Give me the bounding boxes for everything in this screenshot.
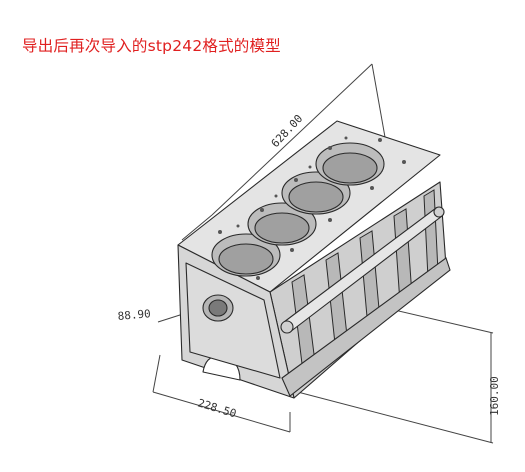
front-bore-inner bbox=[208, 299, 228, 317]
dim-height: 160.00 bbox=[488, 376, 501, 416]
side-rod bbox=[280, 206, 445, 334]
dim-width: 228.50 bbox=[196, 396, 238, 420]
cylinder-2-inner bbox=[254, 212, 310, 244]
bottom-flange bbox=[281, 257, 451, 397]
cylinders bbox=[211, 142, 385, 277]
cylinder-1-inner bbox=[218, 243, 274, 275]
cylinder-4-inner bbox=[322, 152, 378, 184]
cylinder-3-inner bbox=[288, 181, 344, 213]
deck-holes bbox=[218, 136, 406, 280]
dim-bore: 88.90 bbox=[117, 307, 151, 323]
front-panel bbox=[185, 262, 281, 379]
caption-title: 导出后再次导入的stp242格式的模型 bbox=[22, 37, 281, 55]
